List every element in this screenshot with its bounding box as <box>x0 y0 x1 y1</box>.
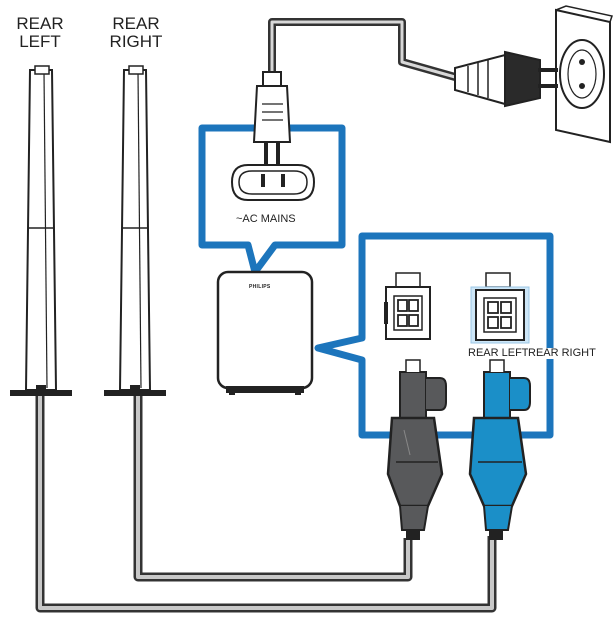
left-speaker-cable <box>35 395 497 613</box>
rear-left-socket-icon <box>384 272 431 340</box>
rear-left-speaker-label: REAR LEFT <box>10 15 70 50</box>
figure8-socket-icon <box>230 164 316 201</box>
rear-right-socket-icon <box>470 272 530 344</box>
subwoofer-icon <box>216 270 314 395</box>
rear-right-label-line2: RIGHT <box>109 32 163 51</box>
figure8-plug-icon <box>252 71 292 164</box>
rear-left-label-line1: REAR <box>16 14 64 33</box>
rear-left-connector-label: REAR LEFT <box>468 347 529 359</box>
rear-left-speaker-plug-icon <box>386 359 447 540</box>
rear-right-connector-label: REAR RIGHT <box>528 347 596 359</box>
rear-right-label-line1: REAR <box>112 14 160 33</box>
subwoofer-brand-logo: PHILIPS <box>249 284 271 290</box>
rear-right-speaker-plug-icon <box>468 359 531 540</box>
wall-socket-icon <box>555 5 613 144</box>
rear-left-label-line2: LEFT <box>19 32 61 51</box>
right-speaker-cable <box>133 395 413 582</box>
power-plug-icon <box>454 50 558 108</box>
power-cord <box>268 18 457 81</box>
rear-right-speaker-label: REAR RIGHT <box>106 15 166 50</box>
rear-left-speaker <box>10 65 72 396</box>
rear-right-speaker <box>104 65 166 396</box>
ac-mains-label: ~AC MAINS <box>236 213 296 225</box>
